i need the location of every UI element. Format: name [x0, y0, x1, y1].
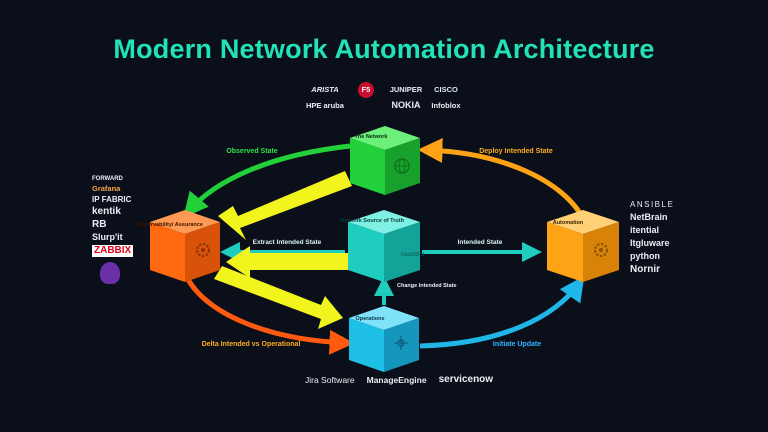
- vendor-logo: ManageEngine: [366, 374, 427, 385]
- operations-vendor-logos: Jira Software ManageEngine servicenow: [305, 375, 493, 385]
- vendor-logo: HPE aruba: [306, 100, 344, 110]
- vendor-logo: ANSIBLE: [630, 200, 675, 209]
- vendor-logo: NetBrain: [630, 212, 668, 222]
- vendor-logo: NOKIA: [391, 100, 421, 110]
- arc-initiate-update: [419, 275, 585, 349]
- vendor-logo: CISCO: [434, 85, 458, 95]
- label-observed-state: Observed State: [226, 148, 277, 155]
- vendor-logo: servicenow: [438, 374, 494, 385]
- node-automation[interactable]: [547, 210, 619, 282]
- vendor-logo: Grafana: [92, 184, 121, 193]
- vendor-logo: Infoblox: [431, 100, 461, 110]
- vendor-logo: kentik: [92, 205, 121, 217]
- automation-vendor-logos: ANSIBLE NetBrain itential Itgluware pyth…: [630, 201, 674, 275]
- label-initiate-update: Initiate Update: [493, 341, 541, 348]
- workflow-icon: [394, 336, 408, 350]
- node-network[interactable]: [350, 126, 420, 195]
- vendor-logo: Itgluware: [630, 238, 670, 248]
- big-arrow-observability-to-operations: [214, 266, 343, 329]
- cog-icon: [594, 243, 608, 257]
- vendor-logo: Nornir: [630, 264, 660, 275]
- vendor-logo: Slurp'it: [92, 231, 123, 242]
- page-title: Modern Network Automation Architecture: [113, 34, 655, 64]
- gear-icon: [196, 243, 210, 257]
- vendor-logo: ARISTA: [311, 85, 339, 95]
- label-operations: Operations: [355, 316, 384, 322]
- vendor-logo: Jira Software: [305, 374, 355, 385]
- label-observability: Observability/ Assurance: [137, 222, 203, 228]
- big-arrow-sot-to-observability: [226, 246, 348, 278]
- skylar-mascot-icon: [100, 261, 120, 284]
- arc-observed-state: [183, 143, 351, 218]
- node-observability[interactable]: [150, 210, 220, 282]
- observability-vendor-logos: FORWARD Grafana IP FABRIC kentik RB Slur…: [92, 176, 134, 284]
- label-automation: Automation: [553, 220, 584, 226]
- node-operations[interactable]: [349, 306, 419, 372]
- arc-deploy-intended-state: [417, 137, 588, 224]
- vendor-logo: itential: [630, 225, 660, 235]
- label-source-of-truth: Network Source of Truth: [340, 218, 405, 224]
- label-change-intended-state: Change Intended State: [397, 283, 457, 289]
- vendor-logo: ZABBIX: [92, 244, 134, 257]
- svg-text:nautobot: nautobot: [401, 252, 425, 258]
- vendor-logo: IP FABRIC: [92, 194, 132, 204]
- label-delta-intended: Delta Intended vs Operational: [202, 341, 301, 348]
- node-source-of-truth[interactable]: nautobot: [348, 210, 425, 282]
- label-intended-state: Intended State: [458, 239, 503, 246]
- label-network: The Network: [354, 134, 388, 140]
- label-extract-intended-state: Extract Intended State: [253, 239, 322, 246]
- big-arrow-network-to-observability: [218, 171, 352, 240]
- vendor-logo: F5: [357, 82, 374, 98]
- label-deploy-intended-state: Deploy Intended State: [479, 148, 553, 155]
- vendor-logo: FORWARD: [92, 176, 123, 182]
- nautobot-icon: nautobot: [401, 252, 425, 258]
- vendor-logo: JUNIPER: [389, 85, 423, 95]
- vendor-logo: python: [630, 251, 660, 261]
- arc-delta-intended: [182, 272, 355, 355]
- vendor-logo: RB: [92, 218, 107, 230]
- network-vendor-logos: ARISTA F5 JUNIPER CISCO HPE aruba NOKIA …: [306, 82, 464, 110]
- globe-icon: [394, 158, 410, 174]
